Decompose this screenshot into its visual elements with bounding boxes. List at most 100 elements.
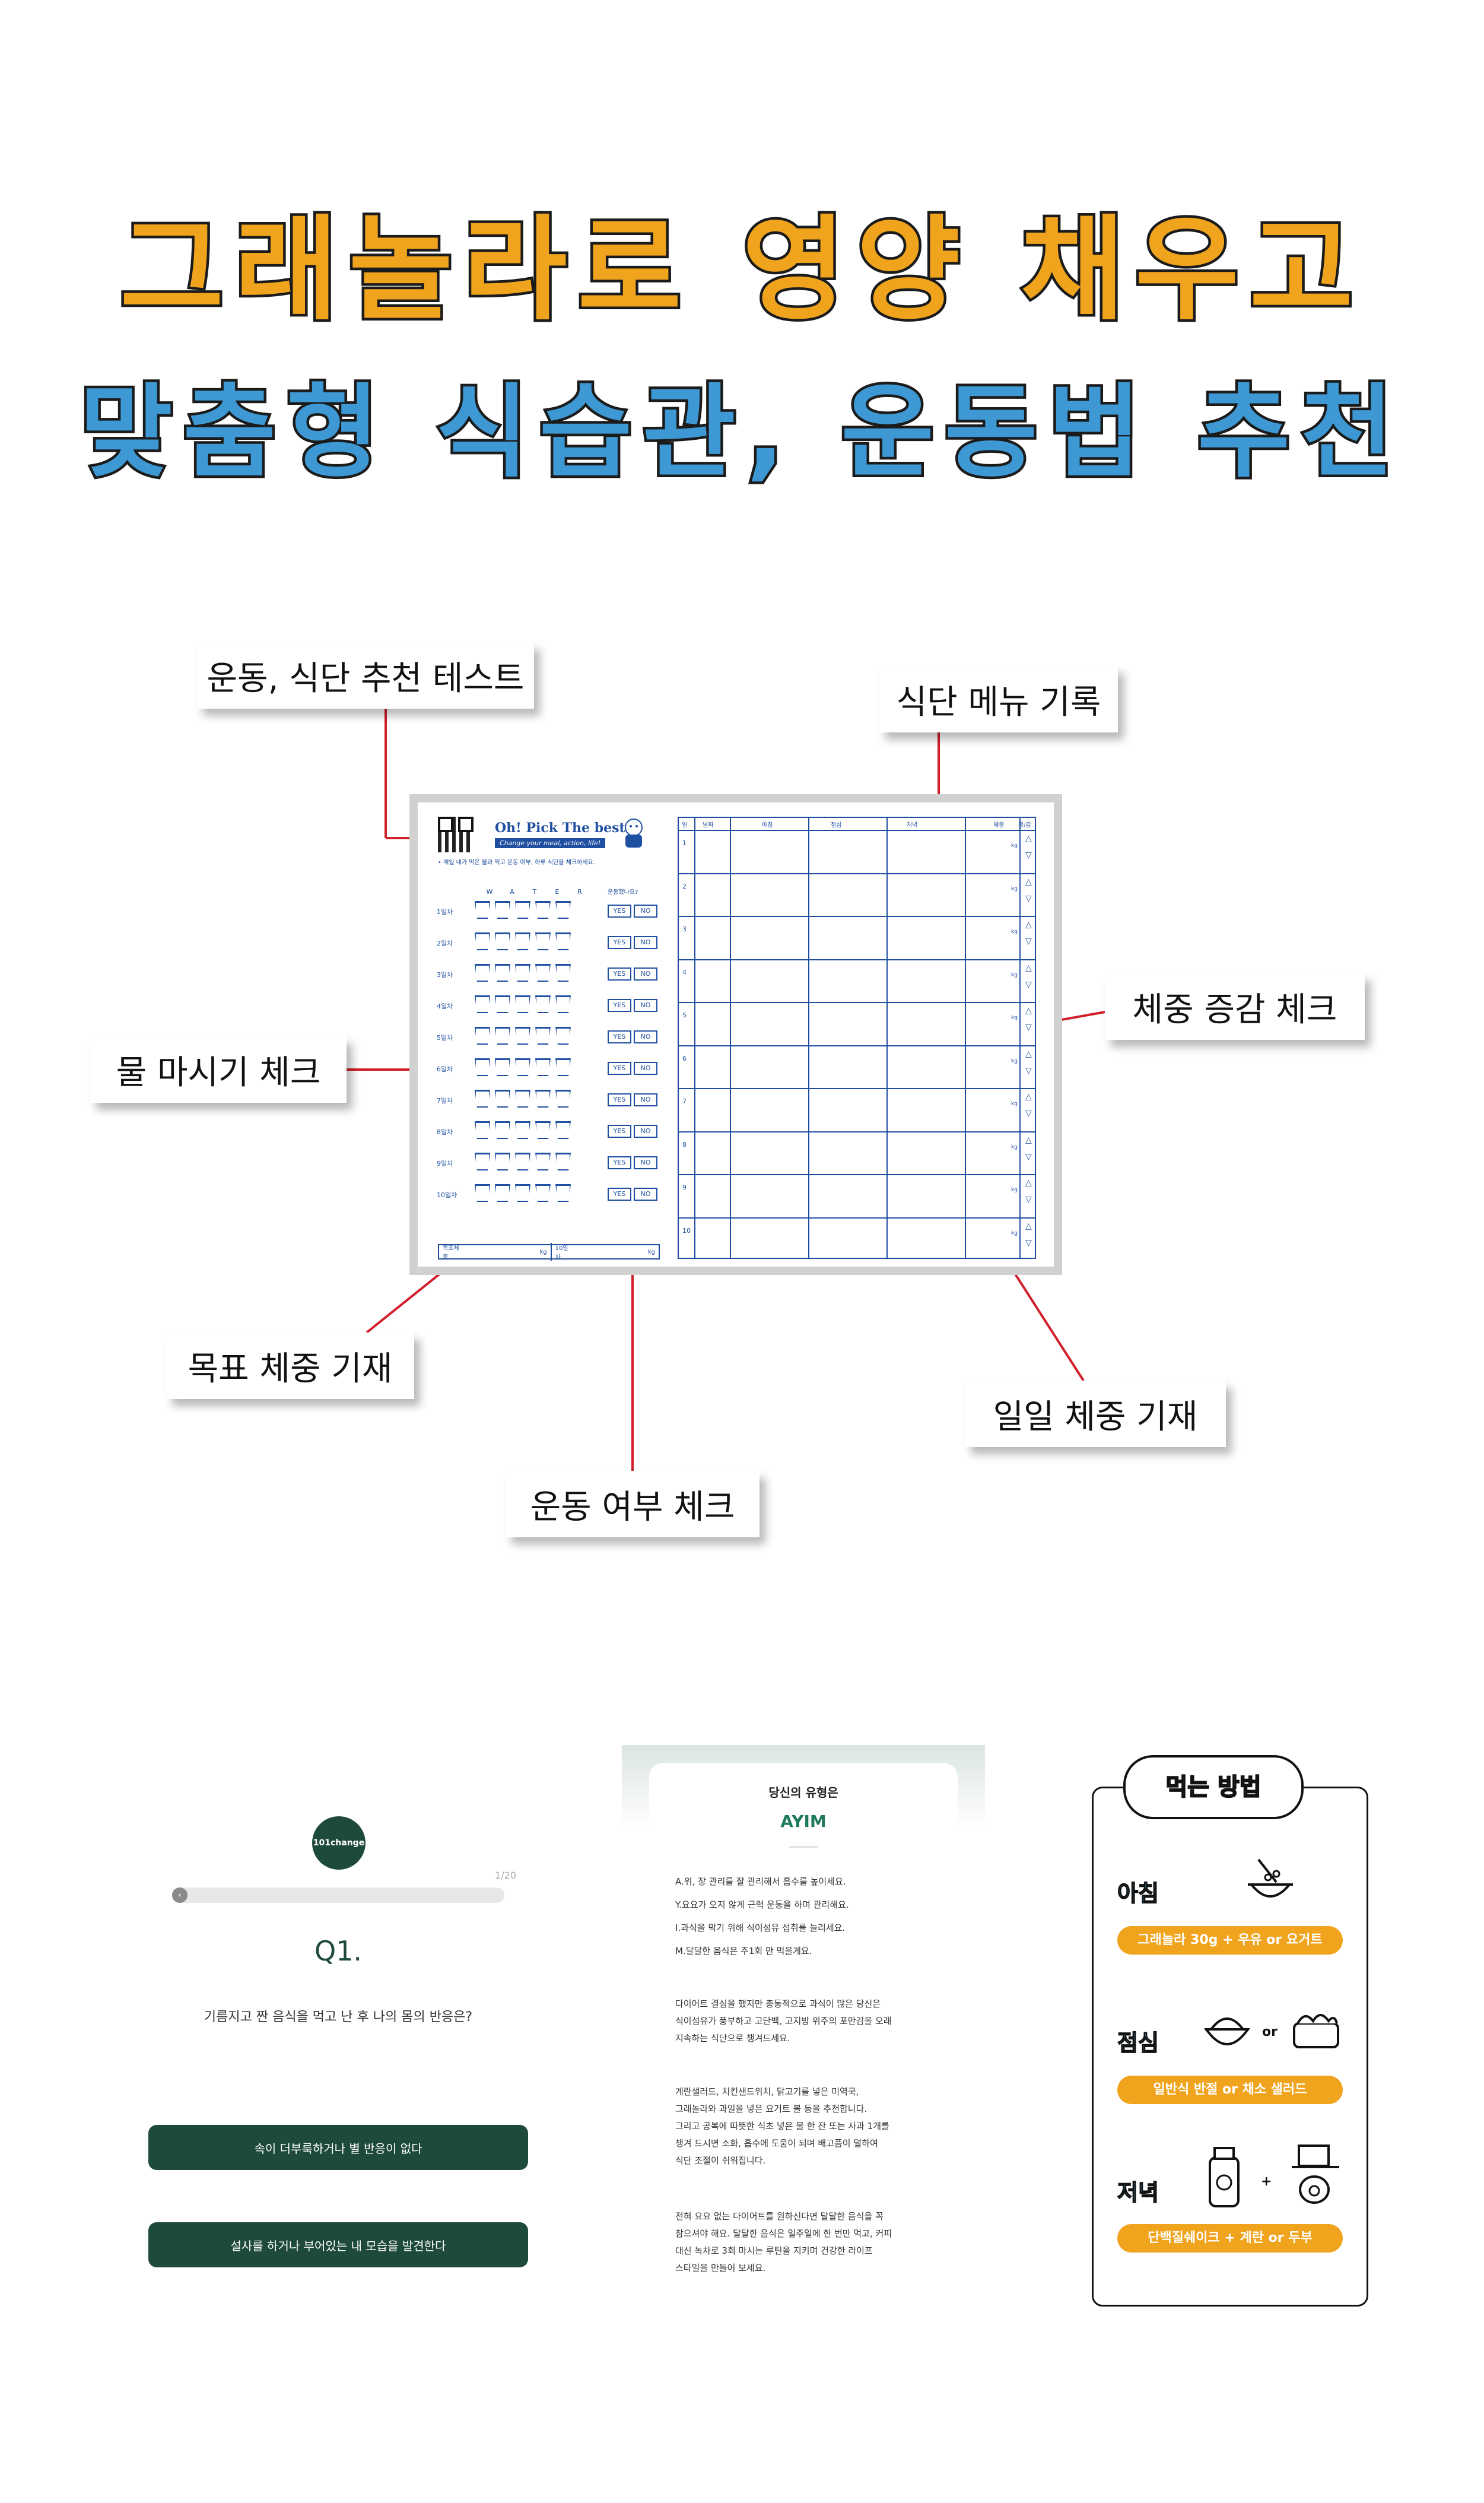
no-checkbox[interactable]: NO — [634, 1156, 657, 1169]
cup-icon[interactable] — [475, 1153, 490, 1170]
cup-icon[interactable] — [555, 1121, 571, 1139]
cup-icon[interactable] — [475, 901, 490, 919]
cup-icon[interactable] — [535, 1058, 551, 1076]
cup-icon[interactable] — [555, 1184, 571, 1202]
yes-checkbox[interactable]: YES — [608, 1125, 631, 1138]
down-icon[interactable]: ▽ — [1025, 1065, 1032, 1076]
cup-icon[interactable] — [515, 995, 530, 1013]
up-icon[interactable]: △ — [1025, 1006, 1032, 1016]
cup-icon[interactable] — [535, 1184, 551, 1202]
down-icon[interactable]: ▽ — [1025, 1109, 1032, 1118]
cup-icon[interactable] — [495, 1090, 510, 1108]
cup-icon[interactable] — [495, 901, 510, 919]
day-label: 1일차 — [437, 908, 453, 916]
no-checkbox[interactable]: NO — [634, 967, 657, 981]
cup-icon[interactable] — [555, 1058, 571, 1076]
up-icon[interactable]: △ — [1025, 1178, 1032, 1188]
yes-checkbox[interactable]: YES — [608, 1093, 631, 1106]
back-icon[interactable]: ‹ — [172, 1887, 188, 1903]
cup-icon[interactable] — [515, 1058, 530, 1076]
cup-icon[interactable] — [515, 1153, 530, 1170]
cup-icon[interactable] — [535, 1153, 551, 1170]
down-icon[interactable]: ▽ — [1025, 1195, 1032, 1204]
cup-icon[interactable] — [475, 1121, 490, 1139]
cup-icon[interactable] — [475, 1027, 490, 1045]
no-checkbox[interactable]: NO — [634, 1188, 657, 1201]
yes-checkbox[interactable]: YES — [608, 999, 631, 1012]
cup-icon[interactable] — [495, 1121, 510, 1139]
cup-icon[interactable] — [495, 1153, 510, 1170]
cup-icon[interactable] — [555, 901, 571, 919]
yes-checkbox[interactable]: YES — [608, 905, 631, 918]
cup-icon[interactable] — [475, 995, 490, 1013]
down-icon[interactable]: ▽ — [1025, 1238, 1032, 1248]
cup-icon[interactable] — [535, 1121, 551, 1139]
cup-icon[interactable] — [555, 1153, 571, 1170]
up-icon[interactable]: △ — [1025, 1092, 1032, 1102]
cup-icon[interactable] — [555, 932, 571, 950]
cup-icon[interactable] — [555, 1027, 571, 1045]
cup-icon[interactable] — [495, 1184, 510, 1202]
cup-icon[interactable] — [515, 964, 530, 982]
cup-icon[interactable] — [495, 964, 510, 982]
down-icon[interactable]: ▽ — [1025, 937, 1032, 946]
row-line — [679, 916, 1035, 917]
water-letter: A — [510, 888, 514, 896]
cup-icon[interactable] — [515, 901, 530, 919]
up-icon[interactable]: △ — [1025, 834, 1032, 843]
cup-icon[interactable] — [475, 1184, 490, 1202]
cup-icon[interactable] — [515, 1090, 530, 1108]
cup-icon[interactable] — [475, 932, 490, 950]
cup-icon[interactable] — [515, 932, 530, 950]
cup-icon[interactable] — [475, 1058, 490, 1076]
no-checkbox[interactable]: NO — [634, 1030, 657, 1043]
yes-checkbox[interactable]: YES — [608, 1156, 631, 1169]
cup-icon[interactable] — [495, 1058, 510, 1076]
cup-icon[interactable] — [495, 995, 510, 1013]
cup-icon[interactable] — [535, 1090, 551, 1108]
cup-icon[interactable] — [535, 932, 551, 950]
yes-checkbox[interactable]: YES — [608, 936, 631, 949]
cup-icon[interactable] — [495, 932, 510, 950]
up-icon[interactable]: △ — [1025, 963, 1032, 973]
down-icon[interactable]: ▽ — [1025, 979, 1032, 989]
up-icon[interactable]: △ — [1025, 1049, 1032, 1059]
cup-icon[interactable] — [555, 995, 571, 1013]
up-icon[interactable]: △ — [1025, 920, 1032, 929]
no-checkbox[interactable]: NO — [634, 936, 657, 949]
answer-button-2[interactable]: 설사를 하거나 부어있는 내 모습을 발견한다 — [148, 2222, 528, 2267]
cup-icon[interactable] — [535, 964, 551, 982]
cup-icon[interactable] — [555, 1090, 571, 1108]
cup-icon[interactable] — [515, 1027, 530, 1045]
cup-icon[interactable] — [555, 964, 571, 982]
cup-icon[interactable] — [515, 1121, 530, 1139]
answer-button-1[interactable]: 속이 더부룩하거나 별 반응이 없다 — [148, 2125, 528, 2170]
yes-checkbox[interactable]: YES — [608, 967, 631, 981]
yes-checkbox[interactable]: YES — [608, 1062, 631, 1075]
no-checkbox[interactable]: NO — [634, 999, 657, 1012]
up-icon[interactable]: △ — [1025, 1221, 1032, 1231]
cup-icon[interactable] — [475, 964, 490, 982]
no-checkbox[interactable]: NO — [634, 905, 657, 918]
cup-icon[interactable] — [535, 995, 551, 1013]
up-icon[interactable]: △ — [1025, 877, 1032, 887]
cup-icon[interactable] — [535, 1027, 551, 1045]
down-icon[interactable]: ▽ — [1025, 893, 1032, 903]
no-checkbox[interactable]: NO — [634, 1093, 657, 1106]
yes-checkbox[interactable]: YES — [608, 1030, 631, 1043]
goal-weight-row[interactable]: 목표체중 kg 10일차 kg — [438, 1243, 660, 1261]
cup-icon[interactable] — [475, 1090, 490, 1108]
cup-icon[interactable] — [495, 1027, 510, 1045]
no-checkbox[interactable]: NO — [634, 1062, 657, 1075]
no-checkbox[interactable]: NO — [634, 1125, 657, 1138]
cup-icon[interactable] — [535, 901, 551, 919]
yes-checkbox[interactable]: YES — [608, 1188, 631, 1201]
qr-code-icon[interactable] — [438, 817, 474, 852]
up-icon[interactable]: △ — [1025, 1135, 1032, 1145]
down-icon[interactable]: ▽ — [1025, 1151, 1032, 1162]
cup-icon[interactable] — [515, 1184, 530, 1202]
down-icon[interactable]: ▽ — [1025, 1023, 1032, 1032]
down-icon[interactable]: ▽ — [1025, 851, 1032, 860]
